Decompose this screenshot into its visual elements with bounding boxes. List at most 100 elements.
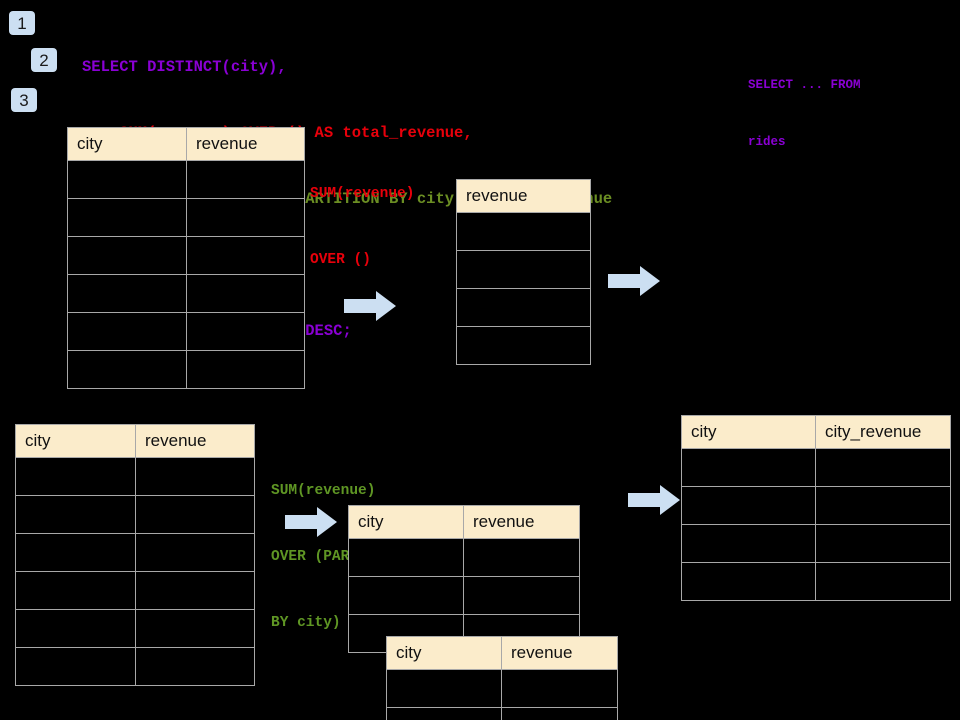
table-row [348, 576, 580, 615]
cell-revenue [186, 312, 305, 351]
cell-city-revenue [815, 448, 951, 487]
column-header-revenue: revenue [186, 127, 305, 161]
partition-group-table-front: city revenue [386, 636, 618, 720]
arrow-rides-to-total-revenue [344, 291, 396, 321]
sql-aside-block: SELECT ... FROM rides [748, 38, 861, 190]
cell-revenue [135, 533, 255, 572]
step-badge-3-label: 3 [19, 90, 29, 110]
table-row [15, 647, 255, 686]
cell-city-revenue [815, 486, 951, 525]
table-header-row: city city_revenue [681, 415, 951, 449]
cell-city [67, 274, 187, 313]
table-row [67, 160, 305, 199]
cell-revenue [501, 669, 618, 708]
column-header-city: city [348, 505, 464, 539]
cell-revenue [186, 350, 305, 389]
table-row [681, 448, 951, 487]
sql-aside-line-1: SELECT ... FROM [748, 78, 861, 92]
cell-city [67, 160, 187, 199]
cell-revenue [135, 609, 255, 648]
table-row [386, 669, 618, 708]
cell-city [681, 486, 816, 525]
table-header-row: revenue [456, 179, 591, 213]
cell-revenue [456, 288, 591, 327]
table-row [67, 274, 305, 313]
step-badge-1[interactable]: 1 [9, 11, 35, 35]
cell-city [15, 495, 136, 534]
table-row [681, 562, 951, 601]
arrow-total-revenue-to-result-top [608, 266, 660, 296]
cell-revenue [135, 495, 255, 534]
arrow-rides-to-partition [285, 507, 337, 537]
column-header-city: city [15, 424, 136, 458]
column-header-city: city [386, 636, 502, 670]
cell-revenue [463, 576, 580, 615]
table-header-row: city revenue [348, 505, 580, 539]
table-row [681, 486, 951, 525]
column-header-city: city [67, 127, 187, 161]
table-row [456, 326, 591, 365]
column-header-revenue: revenue [463, 505, 580, 539]
table-row [15, 495, 255, 534]
cell-revenue [456, 326, 591, 365]
cell-city [67, 312, 187, 351]
table-row [456, 212, 591, 251]
table-row [67, 198, 305, 237]
column-header-revenue: revenue [501, 636, 618, 670]
arrow-partition-to-result [628, 485, 680, 515]
step-badge-3[interactable]: 3 [11, 88, 37, 112]
column-header-city-revenue: city_revenue [815, 415, 951, 449]
table-row [15, 609, 255, 648]
table-row [386, 707, 618, 720]
cell-city [386, 669, 502, 708]
cell-city [15, 533, 136, 572]
table-row [456, 250, 591, 289]
cell-revenue [463, 538, 580, 577]
column-header-city: city [681, 415, 816, 449]
column-header-revenue: revenue [135, 424, 255, 458]
step-badge-1-label: 1 [17, 13, 27, 33]
cell-revenue [186, 198, 305, 237]
step-badge-2[interactable]: 2 [31, 48, 57, 72]
table-row [348, 538, 580, 577]
cell-city [15, 609, 136, 648]
cell-city [15, 457, 136, 496]
cell-city [348, 538, 464, 577]
column-header-revenue: revenue [456, 179, 591, 213]
cell-city [681, 524, 816, 563]
cell-revenue [186, 160, 305, 199]
cell-city [681, 448, 816, 487]
cell-city [67, 236, 187, 275]
partition-group-table-back: city revenue [348, 505, 580, 653]
rides-source-table-top: city revenue [67, 127, 305, 389]
table-row [15, 571, 255, 610]
cell-city [348, 576, 464, 615]
annotation-city-revenue-line-3: BY city) [271, 615, 341, 631]
cell-city [15, 571, 136, 610]
table-row [67, 350, 305, 389]
cell-revenue [456, 212, 591, 251]
cell-city [67, 350, 187, 389]
step-badge-2-label: 2 [39, 50, 49, 70]
table-row [15, 457, 255, 496]
final-result-table: city city_revenue [681, 415, 951, 601]
table-row [67, 236, 305, 275]
table-header-row: city revenue [67, 127, 305, 161]
cell-city [386, 707, 502, 720]
cell-city-revenue [815, 562, 951, 601]
table-header-row: city revenue [386, 636, 618, 670]
table-header-row: city revenue [15, 424, 255, 458]
cell-revenue [501, 707, 618, 720]
cell-revenue [456, 250, 591, 289]
cell-revenue [135, 571, 255, 610]
cell-city [681, 562, 816, 601]
cell-city-revenue [815, 524, 951, 563]
annotation-city-revenue-line-1: SUM(revenue) [271, 483, 376, 499]
cell-revenue [186, 236, 305, 275]
cell-city [67, 198, 187, 237]
sql-line-select: SELECT DISTINCT(city), [82, 58, 287, 76]
sql-aside-line-2: rides [748, 135, 786, 149]
table-row [681, 524, 951, 563]
cell-revenue [186, 274, 305, 313]
